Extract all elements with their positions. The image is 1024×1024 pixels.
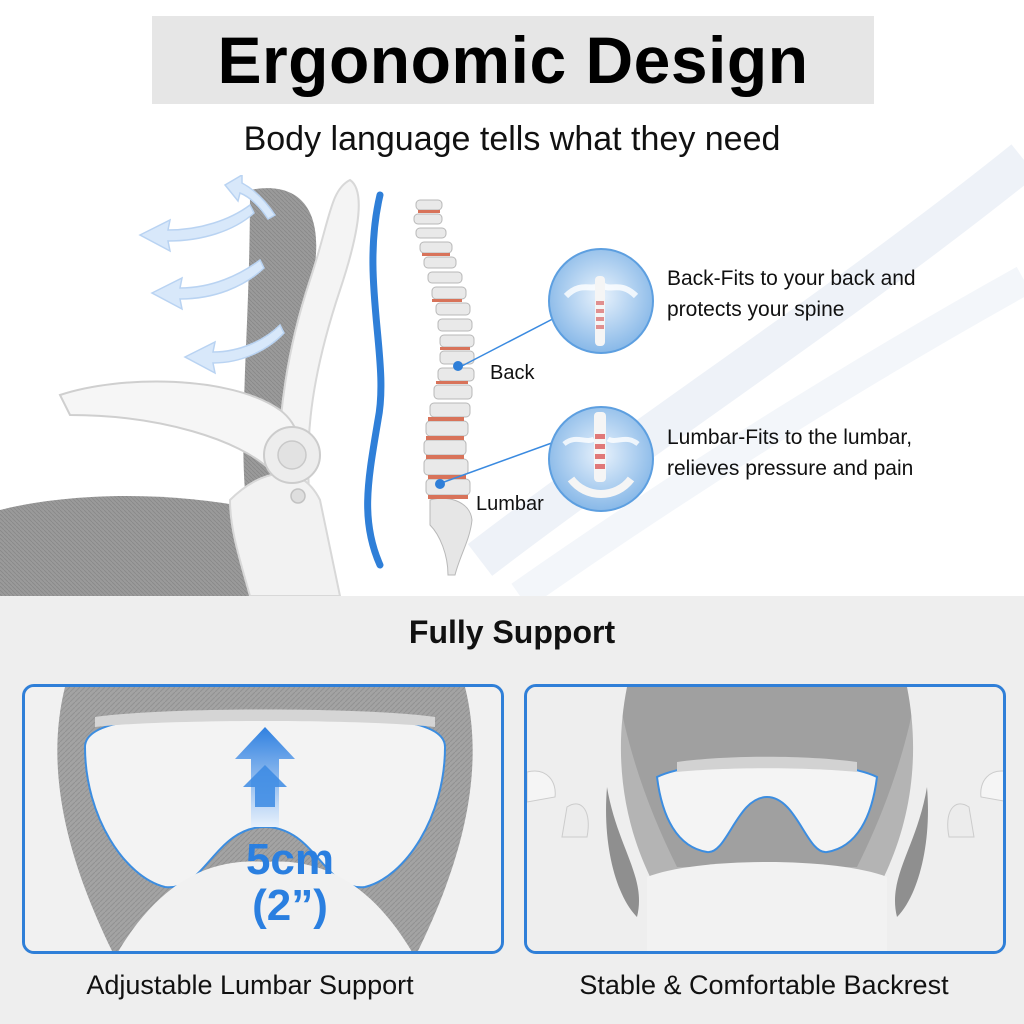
lumbar-marker-dot (435, 479, 445, 489)
back-feature-description: Back-Fits to your back and protects your… (667, 267, 916, 321)
back-label: Back (490, 362, 535, 384)
background-swoosh (467, 144, 1024, 596)
lumbar-xray-circle (548, 406, 654, 512)
lumbar-label: Lumbar (476, 493, 544, 515)
lumbar-support-photo: 5cm (2”) (22, 684, 504, 954)
callout-connectors (435, 309, 571, 489)
recline-arrows (138, 175, 285, 375)
backrest-photo (524, 684, 1006, 954)
lumbar-support-caption: Adjustable Lumbar Support (86, 970, 414, 1000)
adjustment-height: 5cm (2”) (245, 835, 335, 930)
spine-illustration (413, 199, 475, 576)
title-banner: Ergonomic Design (152, 16, 874, 104)
backrest-caption: Stable & Comfortable Backrest (579, 970, 949, 1000)
lumbar-feature-description: Lumbar-Fits to the lumbar, relieves pres… (667, 426, 914, 480)
page-title: Ergonomic Design (217, 23, 809, 97)
back-xray-circle (548, 248, 654, 354)
section-title: Fully Support (408, 614, 616, 650)
chair-side-illustration (0, 178, 360, 596)
fully-support-section: Fully Support 5 (0, 596, 1024, 1024)
page-subtitle: Body language tells what they need (243, 120, 781, 158)
spine-curve-line (364, 191, 385, 569)
back-marker-dot (453, 361, 463, 371)
ergonomic-design-section: Ergonomic Design Body language tells wha… (0, 16, 1024, 596)
